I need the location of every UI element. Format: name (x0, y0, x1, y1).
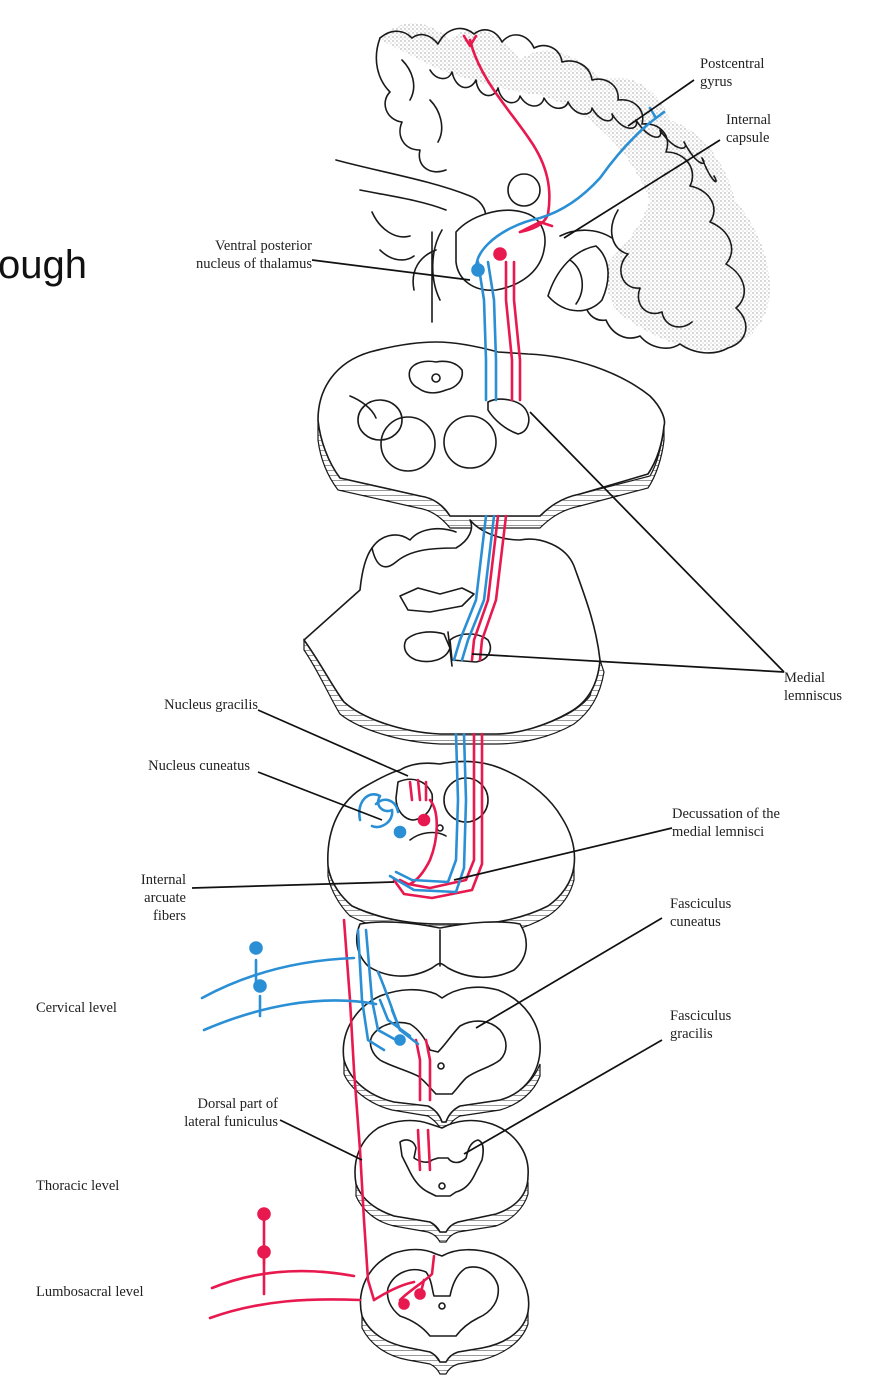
label-nucleus-cuneatus: Nucleus cuneatus (148, 758, 250, 774)
label-vpn-thalamus-1: Ventral posterior (215, 238, 312, 254)
lumbosacral-cord-section (360, 1250, 528, 1375)
label-nucleus-gracilis: Nucleus gracilis (164, 697, 258, 713)
label-cervical-level: Cervical level (36, 1000, 117, 1016)
label-internal-capsule-1: Internal (726, 112, 771, 128)
label-dorsal-lateral-funiculus-1: Dorsal part of (197, 1096, 278, 1112)
thoracic-cord-section (355, 1121, 528, 1242)
label-vpn-thalamus-2: nucleus of thalamus (196, 256, 312, 272)
pons-section (304, 520, 604, 744)
midbrain-section (318, 342, 664, 528)
label-thoracic-level: Thoracic level (36, 1178, 119, 1194)
medulla-section (328, 761, 575, 977)
label-medial-lemniscus-1: Medial (784, 670, 825, 686)
label-fasciculus-cuneatus-1: Fasciculus (670, 896, 732, 912)
label-decussation-2: medial lemnisci (672, 824, 764, 840)
cropped-heading-fragment: ough (0, 243, 87, 287)
label-internal-arcuate-3: fibers (153, 908, 186, 924)
label-internal-arcuate-2: arcuate (144, 890, 186, 906)
label-postcentral-gyrus-2: gyrus (700, 74, 733, 90)
label-fasciculus-gracilis-2: gracilis (670, 1026, 713, 1042)
label-medial-lemniscus-2: lemniscus (784, 688, 842, 704)
label-dorsal-lateral-funiculus-2: lateral funiculus (184, 1114, 278, 1130)
label-fasciculus-gracilis-1: Fasciculus (670, 1008, 732, 1024)
label-lumbosacral-level: Lumbosacral level (36, 1284, 144, 1300)
cerebral-hemisphere-section (336, 23, 770, 353)
label-postcentral-gyrus-1: Postcentral (700, 56, 764, 72)
label-internal-capsule-2: capsule (726, 130, 769, 146)
label-decussation-1: Decussation of the (672, 806, 780, 822)
label-fasciculus-cuneatus-2: cuneatus (670, 914, 721, 930)
label-internal-arcuate-1: Internal (141, 872, 186, 888)
